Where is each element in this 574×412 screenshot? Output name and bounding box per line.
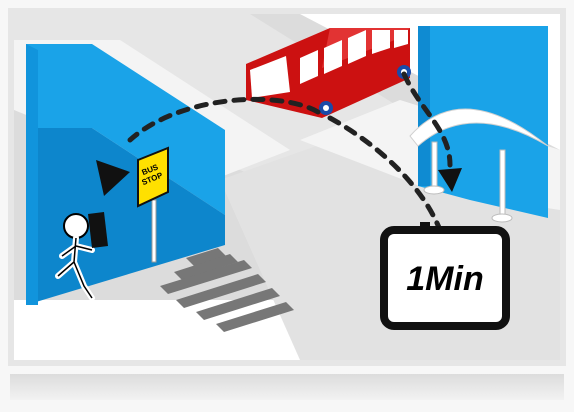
bus-icon (246, 28, 411, 118)
bus-stop-sign-icon: BUS STOP (137, 146, 169, 263)
pedestrian-icon (55, 212, 108, 301)
crosswalk-icon (160, 248, 294, 332)
arrow-head-right (438, 168, 462, 192)
timer-label: 1Min (406, 260, 483, 298)
timer-badge-icon: 1Min (380, 222, 510, 330)
left-building-top (26, 44, 225, 215)
bus-shelter-icon (409, 108, 549, 223)
arrow-head-left (96, 160, 130, 196)
bus-route-path (127, 71, 453, 233)
left-building-edge (26, 44, 38, 305)
frame-shadow (10, 374, 564, 400)
